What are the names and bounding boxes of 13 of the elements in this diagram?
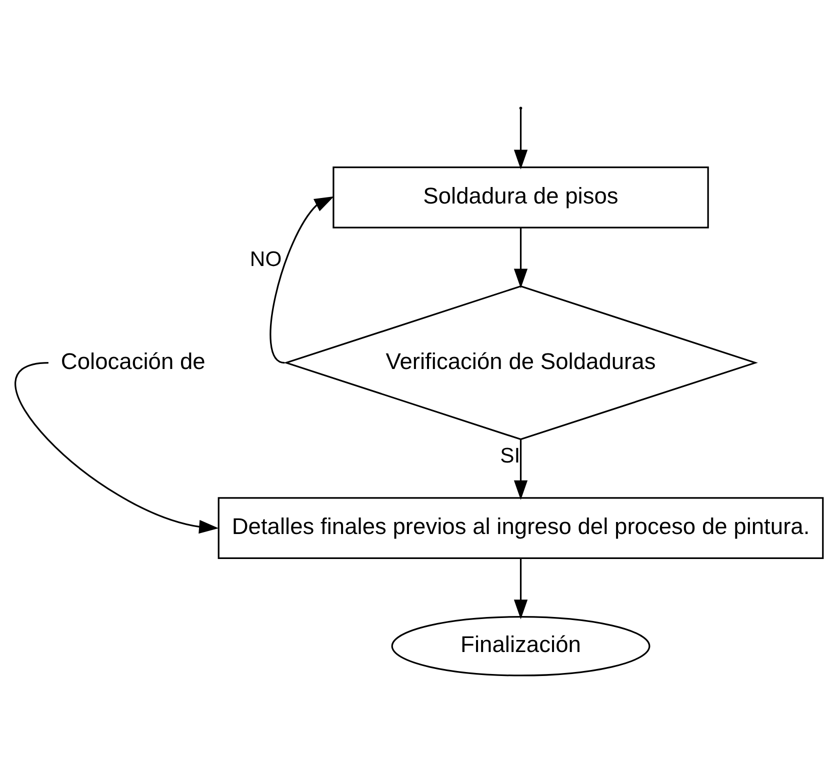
node-diamond: Verificación de Soldaduras [284, 285, 758, 440]
arrow [14, 362, 219, 534]
edge-label: SI [500, 444, 520, 468]
arrow [514, 440, 528, 500]
arrow [514, 108, 528, 170]
arrow [514, 228, 528, 288]
arrow [514, 558, 528, 620]
node-box: Detalles finales previos al ingreso del proceso de pintura. [218, 497, 824, 560]
edge-label: NO [250, 248, 282, 271]
node-text: Colocación de [60, 348, 206, 374]
arrow [270, 196, 334, 364]
node-box: Soldadura de pisos [332, 166, 709, 228]
node-ellipse: Finalización [391, 616, 650, 676]
